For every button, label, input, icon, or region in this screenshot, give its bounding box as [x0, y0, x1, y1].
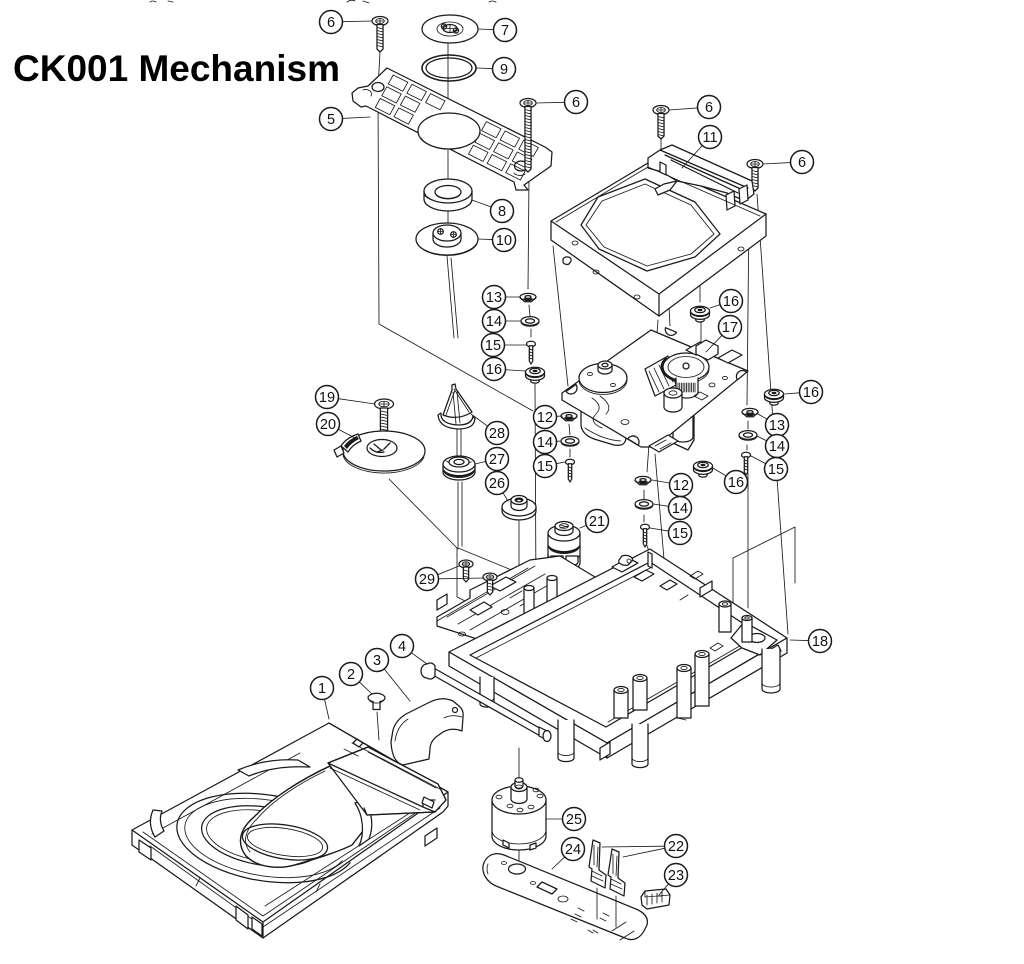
svg-text:CK001 Mechanism: CK001 Mechanism — [13, 48, 340, 89]
svg-text:26: 26 — [489, 476, 505, 492]
svg-text:19: 19 — [319, 390, 335, 406]
svg-text:6: 6 — [705, 100, 713, 116]
svg-text:15: 15 — [537, 459, 553, 475]
svg-text:8: 8 — [498, 204, 506, 220]
svg-text:6: 6 — [572, 95, 580, 111]
svg-text:5: 5 — [327, 112, 335, 128]
svg-text:15: 15 — [485, 338, 501, 354]
svg-text:1: 1 — [318, 681, 326, 697]
svg-text:12: 12 — [673, 478, 689, 494]
svg-text:21: 21 — [589, 514, 605, 530]
svg-text:18: 18 — [812, 634, 828, 650]
svg-text:14: 14 — [486, 314, 502, 330]
svg-text:13: 13 — [769, 418, 785, 434]
svg-text:28: 28 — [489, 426, 505, 442]
svg-text:10: 10 — [496, 233, 512, 249]
svg-text:11: 11 — [702, 130, 717, 146]
svg-text:16: 16 — [486, 362, 502, 378]
svg-text:15: 15 — [672, 526, 688, 542]
svg-text:29: 29 — [419, 572, 435, 588]
svg-text:9: 9 — [500, 62, 508, 78]
svg-text:17: 17 — [722, 320, 738, 336]
svg-text:16: 16 — [728, 475, 744, 491]
svg-text:14: 14 — [672, 501, 688, 517]
svg-text:25: 25 — [566, 812, 582, 828]
svg-text:15: 15 — [768, 462, 784, 478]
svg-text:13: 13 — [486, 290, 502, 306]
svg-text:2: 2 — [347, 667, 355, 683]
svg-text:16: 16 — [803, 385, 819, 401]
svg-text:16: 16 — [723, 294, 739, 310]
svg-text:22: 22 — [668, 839, 684, 855]
svg-text:6: 6 — [798, 155, 806, 171]
svg-text:20: 20 — [320, 417, 336, 433]
svg-text:4: 4 — [398, 639, 406, 655]
svg-text:7: 7 — [501, 23, 509, 39]
svg-text:3: 3 — [373, 653, 381, 669]
svg-text:14: 14 — [769, 439, 785, 455]
svg-text:6: 6 — [327, 15, 335, 31]
svg-text:12: 12 — [537, 410, 553, 426]
svg-text:24: 24 — [565, 842, 581, 858]
svg-text:27: 27 — [489, 452, 505, 468]
svg-text:14: 14 — [537, 435, 553, 451]
svg-text:23: 23 — [668, 868, 684, 884]
